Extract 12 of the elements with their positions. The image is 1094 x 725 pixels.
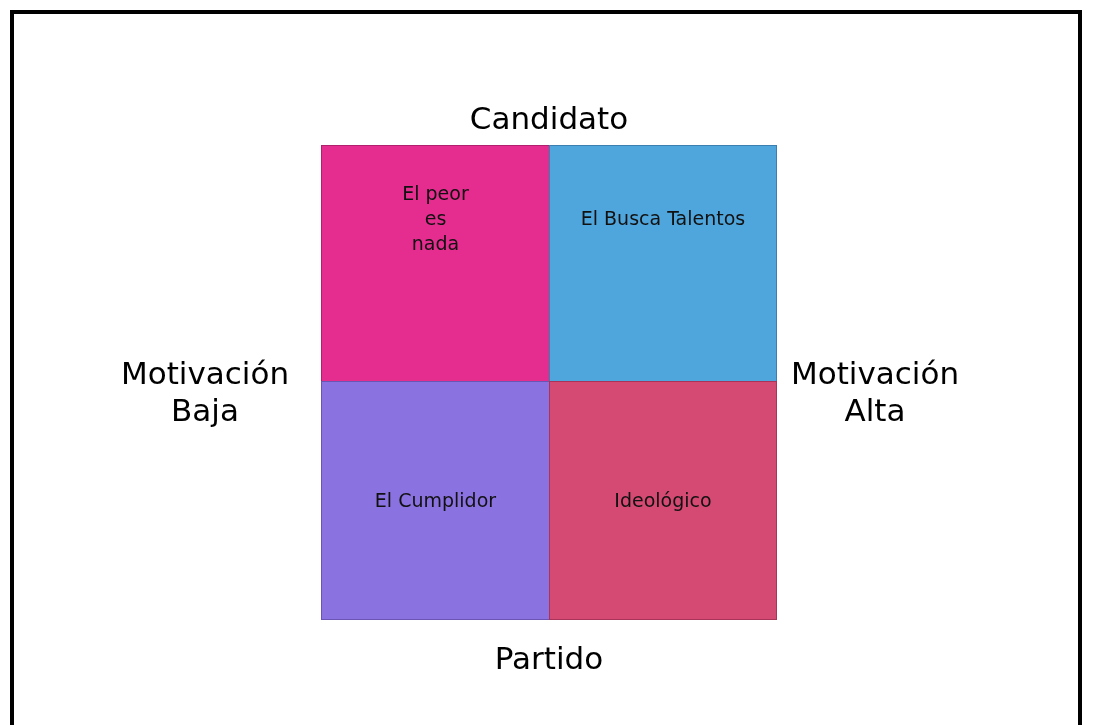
- quadrant-box: [321, 145, 550, 382]
- axis-label: Motivación Alta: [789, 355, 961, 430]
- quadrant-label: El peor es nada: [401, 181, 470, 256]
- quadrant-label: El Cumplidor: [374, 488, 497, 513]
- quadrant-box: [549, 381, 777, 620]
- axis-label: Partido: [493, 640, 605, 678]
- axis-label: Motivación Baja: [119, 355, 291, 430]
- quadrant-box: [321, 381, 550, 620]
- axis-label: Candidato: [468, 100, 630, 138]
- quadrant-label: Ideológico: [614, 488, 712, 513]
- quadrant-label: El Busca Talentos: [580, 206, 746, 231]
- quadrant-box: [549, 145, 777, 382]
